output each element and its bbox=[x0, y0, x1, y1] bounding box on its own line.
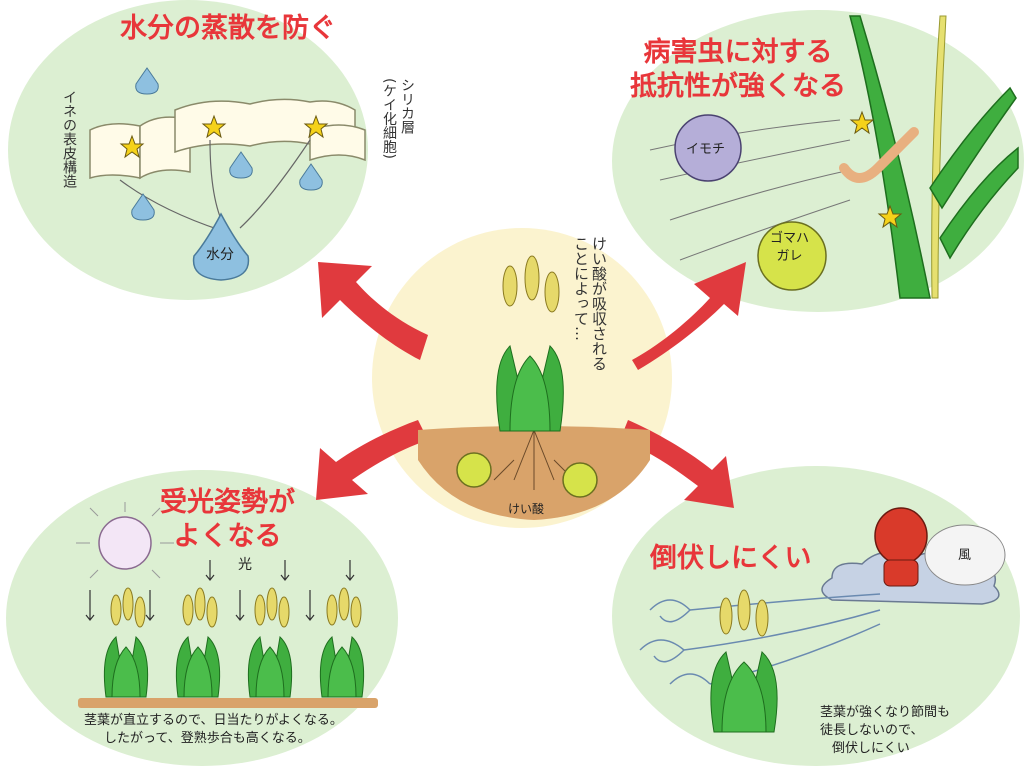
title-pest-line2: 抵抗性が強くなる bbox=[630, 71, 846, 102]
label-pest-gomahagare-line1: ゴマハ bbox=[770, 231, 810, 246]
pest-gomahagare-icon bbox=[757, 221, 827, 291]
label-pest-gomahagare-line2: ガレ bbox=[776, 249, 803, 264]
label-pest-gomahagare: ゴマハ ガレ bbox=[770, 230, 809, 266]
water-droplet-icon bbox=[192, 212, 250, 281]
center-caption-line2: ことによって… bbox=[572, 236, 590, 341]
caption-light-posture: 茎葉が直立するので、日当たりがよくなる。 したがって、登熟歩合も高くなる。 bbox=[84, 712, 343, 748]
small-droplet-icon-3 bbox=[299, 163, 323, 191]
label-pest-imochi: イモチ bbox=[686, 142, 726, 157]
wind-bag-icon bbox=[924, 524, 1006, 586]
caption-lodging: 茎葉が強くなり節間も 徒長しないので、 倒伏しにくい bbox=[820, 704, 950, 758]
wind-lines-pest bbox=[649, 119, 851, 261]
caption-lodging-line3: 倒伏しにくい bbox=[832, 741, 910, 756]
sun-icon bbox=[76, 502, 174, 579]
caption-light-line2: したがって、登熟歩合も高くなる。 bbox=[104, 731, 311, 746]
label-silicic-acid: けい酸 bbox=[508, 502, 545, 516]
ground-strip bbox=[78, 698, 378, 708]
title-light-line2: よくなる bbox=[173, 521, 282, 552]
caption-lodging-line1: 茎葉が強くなり節間も bbox=[820, 705, 951, 720]
label-silica-line2: (ケイ化細胞) bbox=[381, 78, 397, 159]
center-soil bbox=[418, 426, 650, 520]
caption-lodging-line2: 徒長しないので、 bbox=[820, 723, 924, 738]
epidermis-cells-illustration bbox=[89, 98, 366, 231]
panel-lodging-resistance bbox=[612, 466, 1020, 766]
rice-plants-row bbox=[103, 587, 365, 698]
center-rice-plant bbox=[496, 255, 564, 432]
worm-icon bbox=[839, 127, 919, 183]
small-droplet-icon-2 bbox=[229, 151, 253, 179]
light-arrows bbox=[85, 560, 355, 621]
bottom-right-rice-plant bbox=[710, 589, 778, 733]
title-lodging-resistance: 倒伏しにくい bbox=[650, 543, 812, 574]
small-droplet-icon-1 bbox=[135, 67, 159, 95]
title-light-posture: 受光姿勢が よくなる bbox=[160, 486, 295, 554]
label-water: 水分 bbox=[206, 247, 234, 263]
label-epidermis-structure: イネの表皮構造 bbox=[61, 90, 77, 188]
title-light-line1: 受光姿勢が bbox=[160, 487, 295, 518]
small-droplet-icon-4 bbox=[131, 193, 155, 221]
label-light: 光 bbox=[238, 557, 252, 573]
wind-swirls bbox=[639, 593, 881, 685]
pest-imochi-icon bbox=[674, 114, 742, 182]
silicic-acid-character-1 bbox=[456, 452, 492, 488]
title-pest-line1: 病害虫に対する bbox=[643, 37, 833, 68]
silicic-acid-character-2 bbox=[562, 462, 598, 498]
label-wind: 風 bbox=[958, 548, 972, 563]
label-silica-layer: シリカ層 (ケイ化細胞) bbox=[380, 78, 416, 159]
oni-character-icon bbox=[874, 507, 928, 587]
label-silica-line1: シリカ層 bbox=[399, 78, 415, 134]
title-water-evaporation: 水分の蒸散を防ぐ bbox=[120, 13, 336, 44]
center-caption-line1: けい酸が吸収される bbox=[590, 236, 608, 371]
caption-light-line1: 茎葉が直立するので、日当たりがよくなる。 bbox=[84, 713, 343, 728]
center-vertical-caption: けい酸が吸収される ことによって… bbox=[572, 236, 608, 371]
title-pest-resistance: 病害虫に対する 抵抗性が強くなる bbox=[630, 36, 846, 104]
